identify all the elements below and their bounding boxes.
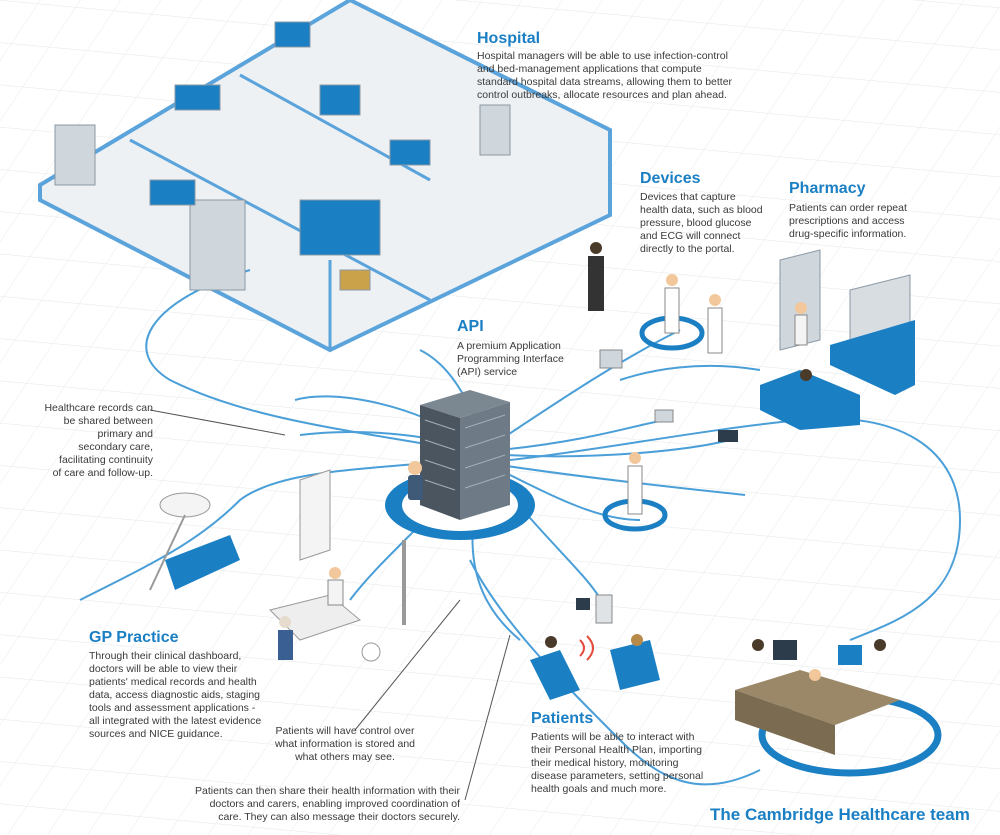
patients-home-area (530, 594, 660, 700)
pharmacy-description: Patients can order repeat prescriptions … (789, 202, 907, 240)
devices-title: Devices (640, 170, 701, 187)
team-title: The Cambridge Healthcare team (710, 805, 970, 824)
hospital-description: Hospital managers will be able to use in… (477, 50, 733, 101)
api-description: A premium Application Programming Interf… (457, 340, 564, 378)
pharmacy-title: Pharmacy (789, 180, 866, 197)
api-server (385, 390, 535, 540)
patients-title: Patients (531, 710, 594, 727)
standing-patient (602, 452, 668, 532)
annotation-lines (149, 409, 511, 801)
share-note: Patients can then share their health inf… (195, 785, 460, 823)
control-note: Patients will have control over what inf… (274, 725, 416, 763)
records-sharing-note: Healthcare records can be shared between… (44, 402, 153, 479)
devices-area (588, 242, 738, 442)
patients-description: Patients will be able to interact with t… (531, 731, 704, 795)
pharmacy-area (760, 249, 915, 430)
hospital-floor (38, 0, 612, 353)
hospital-interior (54, 21, 511, 291)
devices-description: Devices that capture health data, such a… (640, 191, 763, 255)
gp-practice-description: Through their clinical dashboard, doctor… (89, 650, 262, 740)
gp-practice-area (149, 469, 406, 662)
hospital-title: Hospital (477, 30, 541, 47)
team-area (735, 639, 942, 777)
api-title: API (457, 318, 484, 335)
gp-practice-title: GP Practice (89, 629, 179, 646)
